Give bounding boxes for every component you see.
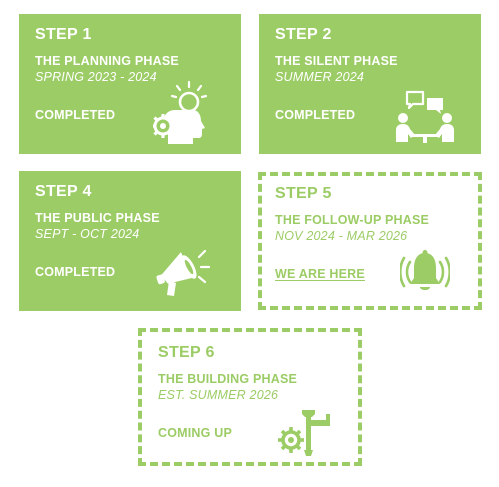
phase-status: COMPLETED <box>275 108 356 122</box>
phase-date: SUMMER 2024 <box>275 70 365 84</box>
head-lightbulb-gear-icon <box>153 80 217 146</box>
people-conversation-icon <box>393 88 457 144</box>
step-number: STEP 5 <box>275 185 332 202</box>
step-card-2: STEP 2 THE SILENT PHASE SUMMER 2024 COMP… <box>259 14 481 154</box>
phase-title: THE BUILDING PHASE <box>158 372 298 386</box>
step-number: STEP 1 <box>35 26 92 43</box>
ringing-bell-icon <box>400 250 450 296</box>
step-number: STEP 2 <box>275 26 332 43</box>
phase-date: SEPT - OCT 2024 <box>35 227 140 241</box>
phase-status: COMING UP <box>158 426 233 440</box>
phase-title: THE PLANNING PHASE <box>35 54 179 68</box>
gear-wrench-icon <box>276 408 334 458</box>
step-card-4: STEP 4 THE PUBLIC PHASE SEPT - OCT 2024 … <box>19 171 241 311</box>
phase-date: SPRING 2023 - 2024 <box>35 70 157 84</box>
phase-status: COMPLETED <box>35 108 116 122</box>
phase-date: NOV 2024 - MAR 2026 <box>275 229 408 243</box>
step-number: STEP 6 <box>158 344 215 361</box>
step-card-1: STEP 1 THE PLANNING PHASE SPRING 2023 - … <box>19 14 241 154</box>
phase-status: COMPLETED <box>35 265 116 279</box>
phase-date: EST. SUMMER 2026 <box>158 388 279 402</box>
megaphone-icon <box>155 245 213 301</box>
phase-title: THE FOLLOW-UP PHASE <box>275 213 430 227</box>
step-card-6: STEP 6 THE BUILDING PHASE EST. SUMMER 20… <box>138 328 362 466</box>
step-card-5: STEP 5 THE FOLLOW-UP PHASE NOV 2024 - MA… <box>258 172 482 310</box>
phase-title: THE SILENT PHASE <box>275 54 398 68</box>
step-number: STEP 4 <box>35 183 92 200</box>
we-are-here-link[interactable]: WE ARE HERE <box>275 267 365 281</box>
phase-title: THE PUBLIC PHASE <box>35 211 160 225</box>
